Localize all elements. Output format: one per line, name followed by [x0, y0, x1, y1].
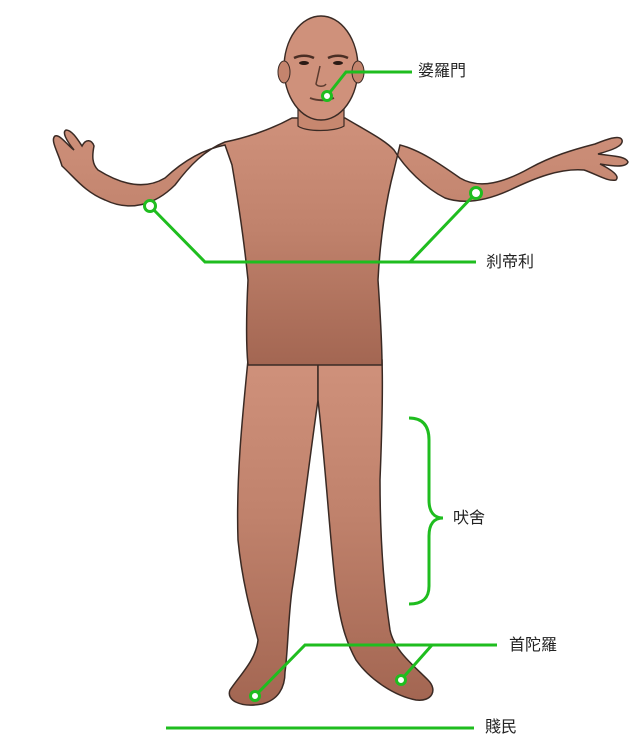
kshatriya-marker-left — [145, 201, 156, 212]
label-vaishya: 吠舍 — [453, 509, 485, 527]
shudra-marker-left — [251, 692, 260, 701]
brahmin-marker — [323, 92, 332, 101]
vaishya-brace — [409, 418, 443, 604]
right-eye — [333, 61, 343, 65]
head — [284, 16, 358, 120]
label-shudra: 首陀羅 — [509, 636, 557, 654]
left-leg — [229, 360, 318, 705]
label-untouchable: 賤民 — [485, 718, 517, 736]
right-leg — [318, 360, 433, 700]
kshatriya-leader-right — [410, 193, 476, 262]
kshatriya-marker-right — [471, 188, 482, 199]
human-figure — [53, 16, 628, 705]
left-eye — [299, 61, 309, 65]
left-ear — [278, 61, 290, 83]
torso-and-arms — [53, 118, 628, 365]
label-kshatriya: 刹帝利 — [486, 253, 534, 271]
label-brahmin: 婆羅門 — [418, 62, 466, 80]
shudra-marker-right — [397, 676, 406, 685]
